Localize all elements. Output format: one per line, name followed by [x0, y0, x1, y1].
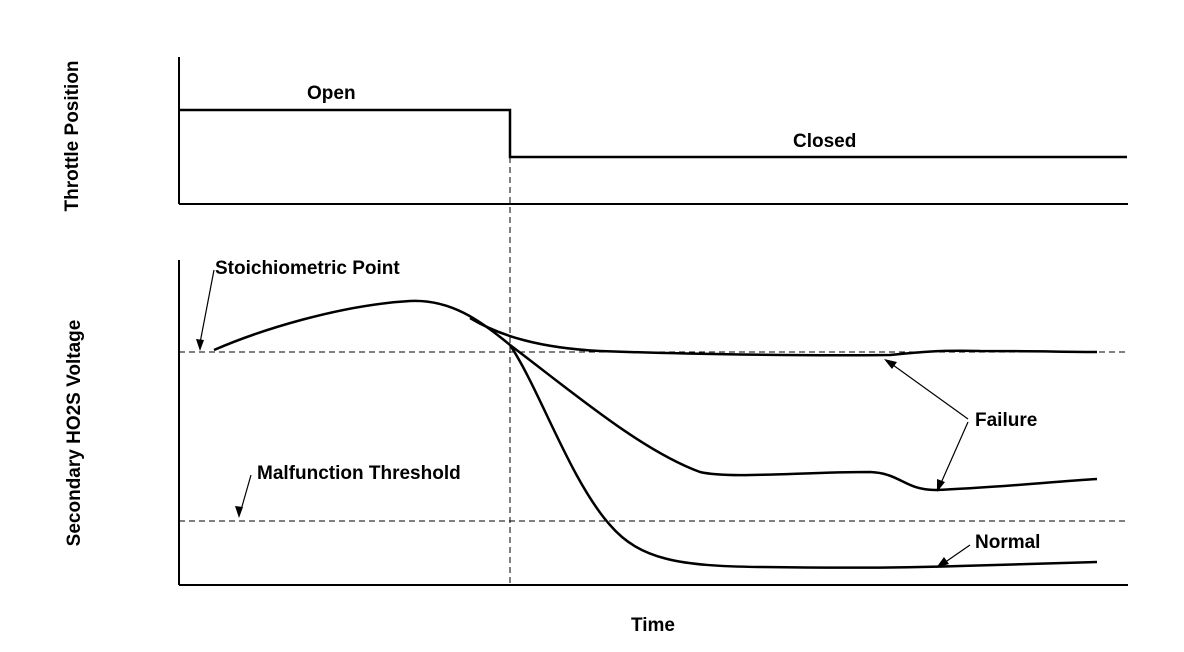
normal-arrowhead	[936, 557, 949, 568]
throttle-step-line	[179, 108, 1127, 159]
failure-pointer-upper	[892, 364, 969, 420]
failure-curve-mid	[509, 344, 1098, 492]
malfunction-pointer	[240, 474, 252, 511]
normal-pointer	[943, 544, 971, 564]
normal-label: Normal	[975, 532, 1040, 553]
failure-curve-high	[469, 316, 1098, 357]
throttle-panel: Open Closed Throttle Position	[62, 57, 1128, 211]
voltage-axis-title: Secondary HO2S Voltage	[64, 320, 85, 547]
closed-label: Closed	[793, 131, 856, 152]
open-label: Open	[307, 83, 356, 104]
failure-arrowhead-upper	[884, 359, 897, 369]
stoichiometric-label: Stoichiometric Point	[215, 258, 400, 279]
malfunction-arrowhead	[235, 506, 243, 518]
stoichiometric-pointer	[199, 269, 215, 344]
time-axis-title: Time	[631, 615, 675, 636]
stoichiometric-arrowhead	[196, 339, 204, 351]
failure-pointer-lower	[940, 421, 969, 484]
failure-label: Failure	[975, 410, 1037, 431]
voltage-curve-initial	[213, 299, 511, 352]
throttle-axis-title: Throttle Position	[62, 61, 83, 212]
voltage-panel: Stoichiometric Point Malfunction Thresho…	[64, 258, 1128, 586]
failure-arrowhead-lower	[937, 479, 945, 492]
malfunction-label: Malfunction Threshold	[257, 463, 461, 484]
normal-curve	[508, 344, 1098, 569]
